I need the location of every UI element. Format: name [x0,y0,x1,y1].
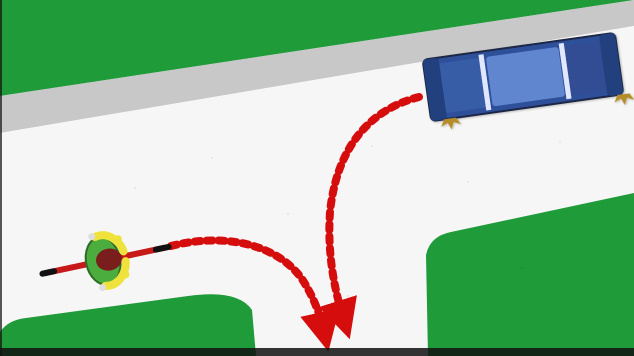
bottom-edge [0,348,634,356]
left-edge [0,0,2,356]
